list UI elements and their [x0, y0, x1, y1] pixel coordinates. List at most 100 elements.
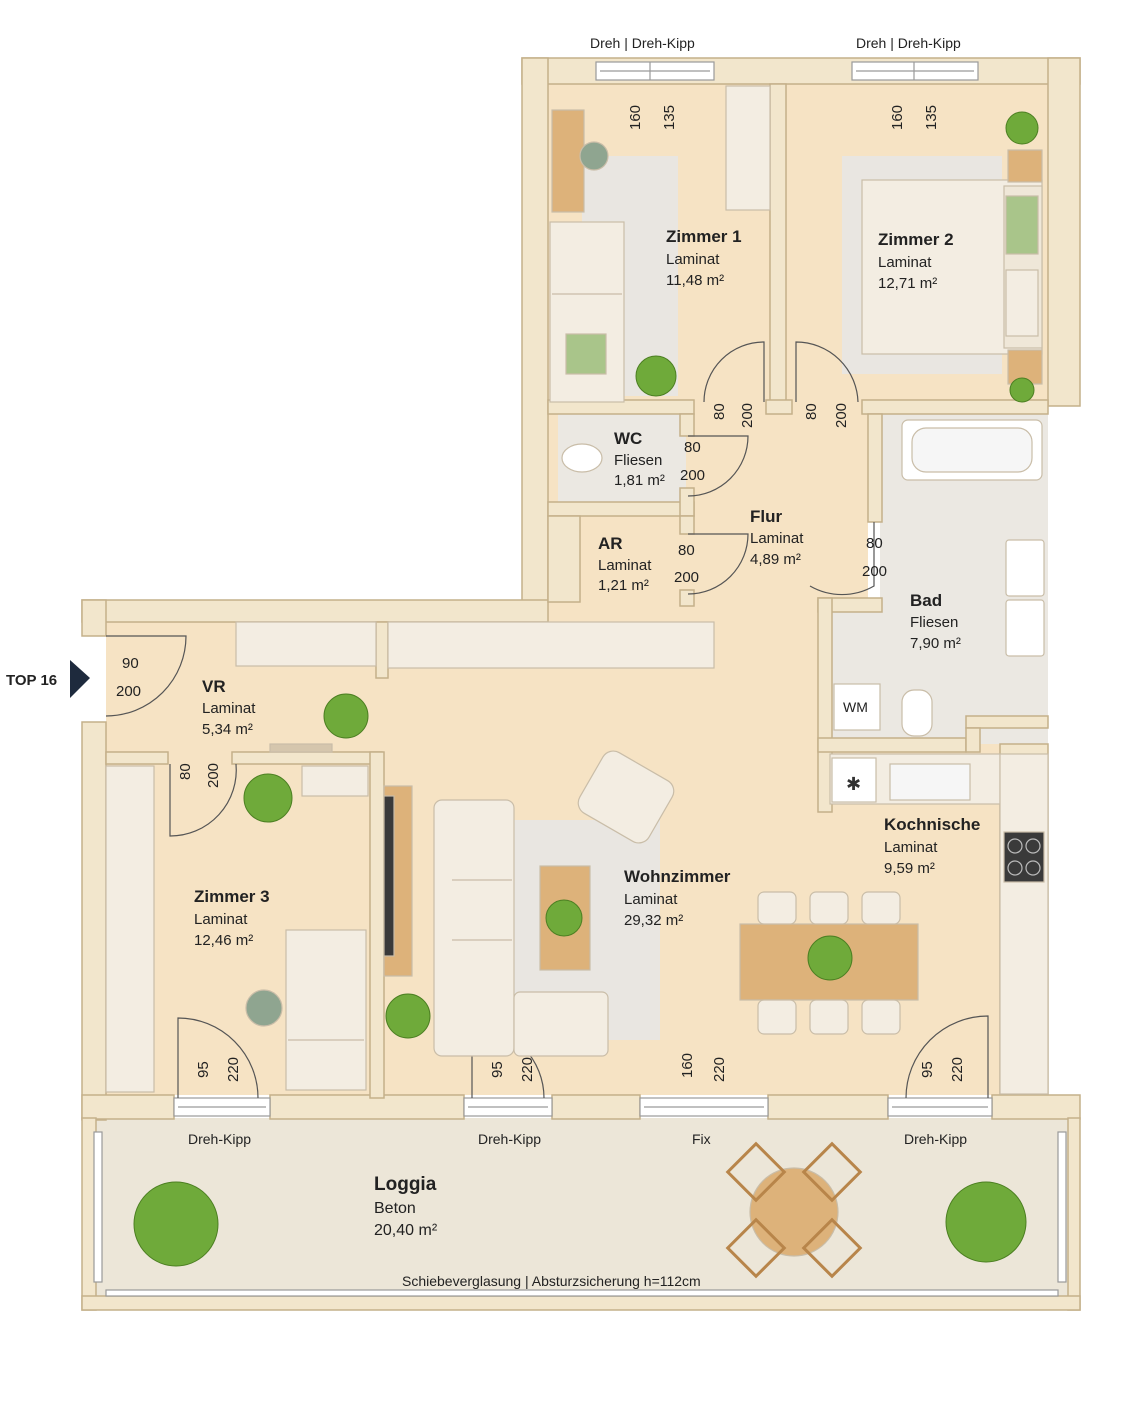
facade-wall-5: [991, 1094, 1081, 1120]
room-name: Zimmer 2: [878, 230, 954, 249]
washing-machine: [833, 683, 881, 731]
wall-wc-right-b: [679, 487, 695, 517]
dim-label: 200: [674, 569, 699, 586]
wall-right: [1047, 57, 1081, 407]
entry-label: TOP 16: [6, 672, 57, 689]
bad-sink-1-icon: [1005, 539, 1045, 597]
dim-label: 95: [489, 1061, 506, 1078]
wall-wc-right: [679, 413, 695, 437]
room-area: 5,34 m²: [202, 721, 253, 738]
room-area: 11,48 m²: [666, 272, 724, 289]
plant-icon: [323, 693, 369, 739]
room-area: 1,21 m²: [598, 577, 649, 594]
loggia-note: Schiebeverglasung | Absturzsicherung h=1…: [402, 1273, 701, 1289]
zimmer1-wardrobe: [725, 85, 771, 211]
room-label-ar: AR Laminat 1,21 m²: [598, 534, 652, 594]
living-sofa-back: [433, 799, 515, 1057]
dim-label: 80: [803, 403, 820, 420]
wall-z2-bottom-b: [861, 399, 1049, 415]
dining-chair-6: [861, 999, 901, 1035]
bad-toilet-icon: [901, 689, 933, 737]
room-name: Zimmer 3: [194, 887, 270, 906]
door-balcony-kitchen: [905, 1015, 989, 1099]
facade-wall-4: [767, 1094, 889, 1120]
zimmer1-sofa-bed: [549, 221, 625, 403]
room-area: 4,89 m²: [750, 551, 801, 568]
wc-toilet-icon: [561, 443, 603, 473]
plant-icon: [385, 993, 431, 1039]
room-floor: Laminat: [750, 530, 804, 547]
loggia-wall-bottom: [81, 1295, 1081, 1311]
window-label: Dreh | Dreh-Kipp: [856, 35, 961, 51]
door-ar: [687, 533, 749, 595]
dim-label: 200: [833, 403, 850, 428]
loggia-chair-1: [725, 1141, 787, 1203]
room-area: 1,81 m²: [614, 472, 665, 489]
plant-icon: [635, 355, 677, 397]
loggia-floor: [90, 1118, 1070, 1303]
room-area: 9,59 m²: [884, 860, 935, 877]
wall-left-lower: [81, 721, 107, 1121]
plant-icon: [133, 1181, 219, 1267]
room-area: 7,90 m²: [910, 635, 961, 652]
facade-wall-2: [269, 1094, 465, 1120]
loggia-chair-2: [801, 1141, 863, 1203]
room-name: AR: [598, 534, 623, 553]
wall-ar-left: [547, 515, 581, 603]
room-name: WC: [614, 429, 642, 448]
wall-bad-left: [817, 597, 833, 813]
kitchen-counter-right: [999, 753, 1049, 1095]
dim-label: 80: [866, 535, 883, 552]
dim-label: 90: [122, 655, 139, 672]
wall-wc-ar: [547, 501, 695, 517]
dim-label: 160: [889, 105, 906, 130]
dim-label: 160: [627, 105, 644, 130]
room-floor: Beton: [374, 1200, 416, 1217]
bad-sink-2-icon: [1005, 599, 1045, 657]
windows: [93, 61, 1067, 1297]
loggia-chair-3: [725, 1217, 787, 1279]
room-label-vr: VR Laminat 5,34 m²: [202, 677, 256, 738]
dim-label: 80: [711, 403, 728, 420]
room-name: Zimmer 1: [666, 227, 742, 246]
plant-icon: [807, 935, 853, 981]
dim-label: 95: [919, 1061, 936, 1078]
room-area: 29,32 m²: [624, 912, 683, 929]
room-label-wc: WC Fliesen 1,81 m²: [614, 429, 665, 489]
dim-label: 220: [519, 1057, 536, 1082]
dining-chair-4: [757, 999, 797, 1035]
room-area: 20,40 m²: [374, 1222, 438, 1239]
loggia-wall-right: [1067, 1117, 1081, 1311]
dim-label: 220: [225, 1057, 242, 1082]
dim-label: 80: [177, 763, 194, 780]
door-entrance: [105, 635, 187, 717]
facade-wall-3: [551, 1094, 641, 1120]
loggia-glazing-left: [93, 1131, 103, 1283]
room-name: VR: [202, 677, 226, 696]
wall-bad-bottom: [817, 737, 967, 753]
wall-z3-right: [369, 751, 385, 1099]
room-floor: Fliesen: [614, 452, 662, 469]
dim-label: 200: [116, 683, 141, 700]
room-floor: Laminat: [666, 251, 720, 268]
stove-icon: [1003, 831, 1045, 883]
wall-bad-left-upper: [867, 413, 883, 523]
tv-icon: [383, 795, 395, 957]
zimmer3-chair-icon: [245, 989, 283, 1027]
room-floor: Laminat: [884, 839, 938, 856]
vr-wardrobe-1: [235, 621, 377, 667]
room-floor: Fliesen: [910, 614, 958, 631]
dim-label: 200: [205, 763, 222, 788]
vr-shoe-rack: [269, 743, 333, 753]
loggia-glazing-bottom: [105, 1289, 1059, 1297]
zimmer2-nightstand-1: [1007, 149, 1043, 183]
plant-icon: [1009, 377, 1035, 403]
wall-z2-bottom-a: [765, 399, 793, 415]
wall-z3-top-b: [231, 751, 383, 765]
dim-label: 160: [679, 1053, 696, 1078]
room-label-wohnzimmer: Wohnzimmer Laminat 29,32 m²: [624, 867, 731, 929]
loggia-table: [749, 1167, 839, 1257]
fridge: [831, 757, 877, 803]
room-label-zimmer-1: Zimmer 1 Laminat 11,48 m²: [666, 227, 742, 289]
